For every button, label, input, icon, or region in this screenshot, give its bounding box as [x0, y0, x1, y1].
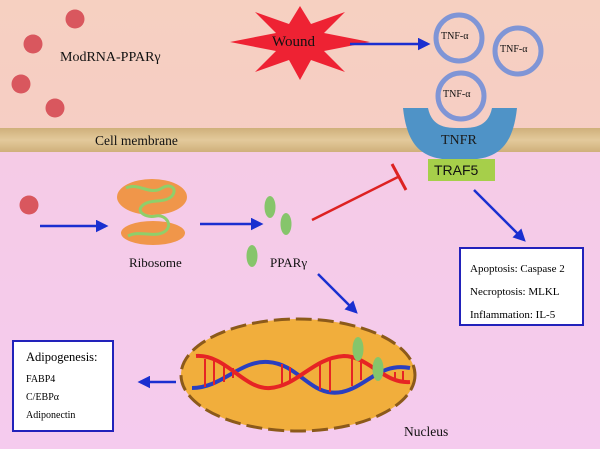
ppar-protein — [280, 213, 292, 235]
adipogenesis-gene: FABP4 — [26, 374, 56, 385]
tnfr-receptor — [403, 108, 517, 160]
ppar-to-nucleus-arrow — [317, 273, 358, 314]
tnf-label: TNF-α — [441, 31, 469, 42]
outcome-box: Apoptosis: Caspase 2 Necroptosis: MLKL I… — [459, 247, 584, 326]
adipogenesis-gene: C/EBPα — [26, 392, 60, 403]
ribosome — [117, 179, 187, 245]
tnf-label: TNF-α — [500, 44, 528, 55]
ppar-proteins — [246, 196, 292, 267]
tnf-ring — [435, 70, 487, 122]
ribosome-large-subunit — [117, 179, 187, 215]
traf5-label: TRAF5 — [434, 162, 479, 178]
modrna-particle — [11, 74, 31, 94]
tnf-label: TNF-α — [443, 89, 471, 100]
ribosome-mrna-strand — [125, 184, 176, 238]
outcome-necroptosis: Necroptosis: MLKL — [470, 286, 560, 298]
cell-membrane-label: Cell membrane — [95, 133, 178, 148]
ppar-protein — [264, 196, 276, 218]
adipogenesis-box: Adipogenesis: FABP4 C/EBPα Adiponectin — [12, 340, 114, 432]
dna-strand-blue — [191, 359, 411, 395]
ppar-protein — [246, 245, 258, 267]
ppar-protein-nuclear — [372, 357, 384, 381]
tnf-ring — [492, 25, 544, 77]
tnf-ring — [433, 12, 485, 64]
outcome-inflammation: Inflammation: IL-5 — [470, 309, 556, 321]
wound-star — [230, 6, 370, 80]
modrna-particle — [45, 98, 65, 118]
adipogenesis-title: Adipogenesis: — [26, 350, 98, 364]
outcome-apoptosis: Apoptosis: Caspase 2 — [470, 263, 565, 275]
modrna-label: ModRNA-PPARγ — [60, 50, 161, 65]
tnfr-label: TNFR — [441, 133, 477, 148]
ribosome-label: Ribosome — [129, 255, 182, 270]
modrna-particle — [19, 195, 39, 215]
nucleus-label: Nucleus — [404, 424, 449, 439]
traf5-box — [428, 159, 495, 181]
wound-label: Wound — [272, 34, 315, 50]
adipogenesis-gene: Adiponectin — [26, 410, 76, 421]
modrna-particle — [65, 9, 85, 29]
ppar-protein-nuclear — [352, 337, 364, 361]
traf5-to-outcomes-arrow — [473, 189, 526, 242]
ppar-label: PPARγ — [270, 255, 308, 270]
modrna-particles — [11, 9, 85, 215]
inhibition-line — [311, 174, 401, 222]
dna-rungs — [204, 358, 404, 392]
modrna-particle — [23, 34, 43, 54]
inhibition-bar — [390, 163, 408, 191]
